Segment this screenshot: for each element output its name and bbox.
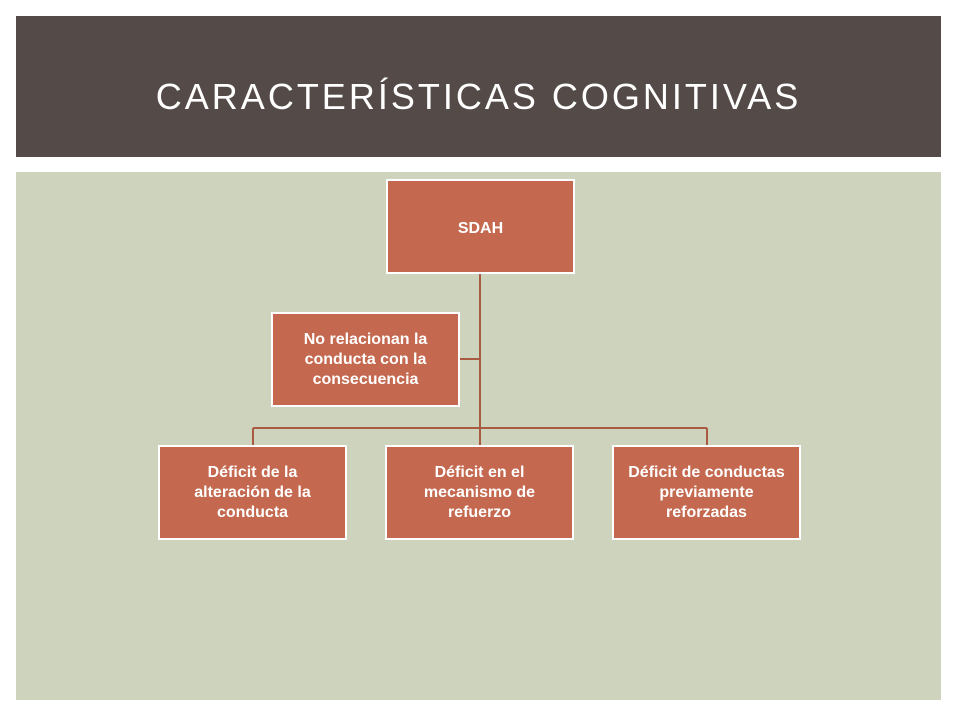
slide-title: CARACTERÍSTICAS COGNITIVAS	[155, 75, 802, 117]
node-root: SDAH	[386, 179, 575, 274]
node-child-1: Déficit de la alteración de la conducta	[158, 445, 347, 540]
node-child-2: Déficit en el mecanismo de refuerzo	[385, 445, 574, 540]
node-assistant: No relacionan la conducta con la consecu…	[271, 312, 460, 407]
node-child-3: Déficit de conductas previamente reforza…	[612, 445, 801, 540]
title-bar: CARACTERÍSTICAS COGNITIVAS	[16, 16, 941, 157]
